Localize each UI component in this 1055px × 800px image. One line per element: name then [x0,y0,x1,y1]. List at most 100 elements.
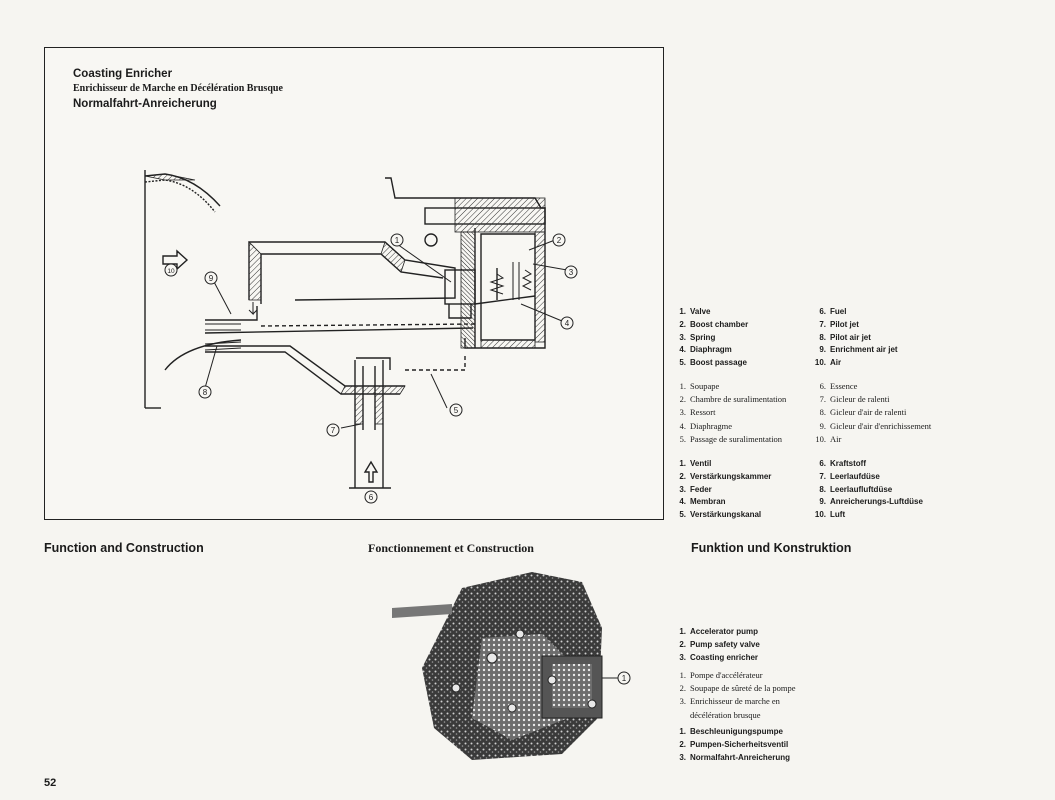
callout-5: 5 [454,406,459,415]
legend-item: 5. Passage de suralimentation [672,433,786,446]
legend-item-text: Valve [690,307,711,316]
legend-item-number: 3. [679,696,686,707]
legend-item-number: 1. [679,381,686,391]
legend-item: 6. Essence [812,380,931,393]
legend-item-text: Enrichisseur de marche en [690,696,780,707]
legend-item-number: 3. [679,332,686,342]
legend-item-text: Ressort [690,407,716,418]
legend-item-number: 1. [679,627,686,636]
legend-item-number: 1. [679,459,686,468]
legend-item-number: 2. [679,739,686,749]
section-title-de: Funktion und Konstruktion [691,541,852,555]
legend-item: 7.Leerlaufdüse [812,471,923,484]
legend-item-number: 7. [819,471,826,481]
legend-item-number: 1. [679,727,686,736]
legend-item-text: Accelerator pump [690,627,759,636]
legend-item-number: 5. [679,510,686,520]
legend-item: 2. Chambre de suralimentation [672,393,787,406]
legend-item-number: 1. [679,670,686,680]
legend-item-number: 10. [814,358,826,368]
legend-item-text: Air [830,433,842,444]
legend-item: 7.Pilot jet [812,319,898,332]
legend-item-number: 2. [679,394,686,405]
legend-item: 3. Coasting enricher [672,652,760,665]
legend-item-text: Air [830,358,842,368]
section-title-fr: Fonctionnement et Construction [368,541,534,555]
legend-item-number: 7. [819,319,826,329]
callout-10: 10 [167,268,175,275]
legend-item: 3.Feder [672,484,771,497]
callout-9: 9 [209,274,214,283]
legend-item: 1. Beschleunigungspumpe [672,726,790,739]
legend-item: 6.Kraftstoff [812,458,923,471]
legend-item: 9.Anreicherungs-Luftdüse [812,496,923,509]
legend-item: 6. Fuel [812,306,898,319]
legend-item-number: 6. [819,307,826,316]
legend-item-number: 9. [819,345,826,355]
legend-item-text: Chambre de suralimentation [690,394,787,405]
title-de: Normalfahrt-Anreicherung [73,98,217,110]
legend-item-text: Fuel [830,307,847,316]
callout-8: 8 [203,388,208,397]
photo-callout-1: 1 [622,674,627,683]
title-fr: Enrichisseur de Marche en Décélération B… [73,83,283,94]
legend-item-text: Gicleur d'air d'enrichissement [830,420,932,431]
legend-item: 4.Diaphragm [672,344,748,357]
diagram-frame: Coasting Enricher Enrichisseur de Marche… [44,47,664,520]
legend-item: 1. Pompe d'accélérateur [672,669,796,682]
legend-item: 1. Ventil [672,458,771,471]
legend-item-text: Pompe d'accélérateur [690,670,763,680]
legend-item-text: Beschleunigungspumpe [690,727,783,736]
legend-item: 1.Valve [672,306,748,319]
legend-item-text: Boost passage [690,358,747,368]
legend-item-number: 3. [679,652,686,662]
legend-item-text: Boost chamber [690,319,749,329]
title-en: Coasting Enricher [73,68,173,80]
legend-item-text: Pump safety valve [690,639,760,649]
legend-item-number: 4. [679,497,686,507]
legend-item: 10. Air [812,357,898,370]
legend-item-number: 2. [679,471,686,481]
legend-item: 2. Verstärkungskammer [672,471,771,484]
legend-item-number: 6. [819,459,826,468]
legend-item-number: 5. [679,433,686,444]
legend-item-text: Gicleur d'air de ralenti [830,407,907,418]
legend-item-number: 9. [819,497,826,507]
callout-1: 1 [395,236,400,245]
legend-item-text: Gicleur de ralenti [830,394,890,405]
legend-item: 3. Enrichisseur de marche en [672,695,796,708]
legend-item-number: 2. [679,639,686,649]
callout-4: 4 [565,319,570,328]
legend-item-text: Verstärkungskammer [690,471,772,481]
legend-item-text: Passage de suralimentation [690,433,783,444]
page-number: 52 [44,777,57,789]
legend-item: 2.Pumpen-Sicherheitsventil [672,739,790,752]
legend-item: 1.Soupape [672,380,786,393]
legend-item-number: 10. [814,510,826,520]
legend-item-text: décélération brusque [690,709,761,720]
legend-item-text: Essence [830,381,858,391]
legend-item: 9. Enrichment air jet [812,344,898,357]
legend-item-number: 4. [679,345,686,355]
legend-item-number: 6. [819,381,826,391]
legend-item-number: 8. [819,407,826,418]
legend-item-text: Coasting enricher [690,652,759,662]
legend-item-text: Ventil [690,459,712,468]
legend-item-number: 8. [819,484,826,494]
legend-item: 8. Gicleur d'air de ralenti [812,406,931,419]
callout-3: 3 [569,268,574,277]
legend-item-text: Enrichment air jet [830,345,898,355]
legend-item-text: Leerlaufluftdüse [830,484,893,494]
legend-item: 3. Normalfahrt-Anreicherung [672,752,790,765]
legend-item: 10.Luft [812,509,923,522]
legend-item-number: 3. [679,752,686,762]
legend-item-text: Normalfahrt-Anreicherung [690,752,791,762]
legend-item: 8. Leerlaufluftdüse [812,484,923,497]
legend-item-number: 7. [819,394,826,405]
legend-item: décélération brusque [672,709,796,722]
